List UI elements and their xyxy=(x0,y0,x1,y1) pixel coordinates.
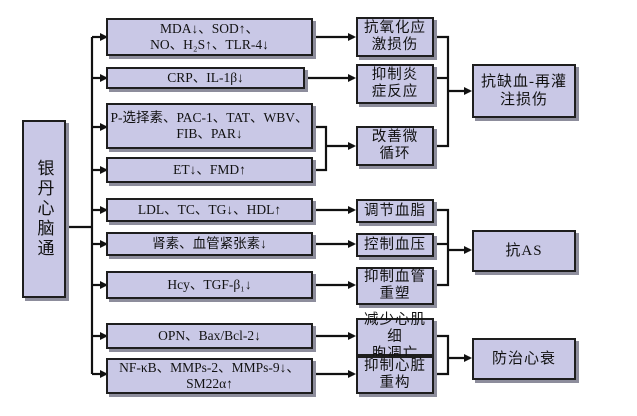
mechanism-box-hcy: Hcy、TGF-β₁↓ xyxy=(106,271,313,299)
mechanism-label: Hcy、TGF-β₁↓ xyxy=(167,277,252,292)
mechanism-label: MDA↓、SOD↑、 NO、H₂S↑、TLR-4↓ xyxy=(150,21,269,52)
mechanism-label: ET↓、FMD↑ xyxy=(173,162,246,177)
effect-label: 控制血压 xyxy=(364,236,426,253)
mechanism-label: P-选择素、PAC-1、TAT、WBV、 FIB、PAR↓ xyxy=(110,110,309,141)
effect-box-apoptosis-reduction: 减少心肌细 胞凋亡 xyxy=(356,312,434,362)
effect-box-cardiac-remodeling: 抑制心脏 重构 xyxy=(356,356,434,394)
mechanism-box-platelet: P-选择素、PAC-1、TAT、WBV、 FIB、PAR↓ xyxy=(106,103,313,149)
effect-box-antioxidant: 抗氧化应 激损伤 xyxy=(356,17,434,57)
mechanism-box-lipids: LDL、TC、TG↓、HDL↑ xyxy=(106,198,313,222)
mechanism-box-renin: 肾素、血管紧张素↓ xyxy=(106,232,313,256)
outcome-label: 防治心衰 xyxy=(491,351,556,367)
outcome-box-anti-as: 抗AS xyxy=(472,230,576,272)
mechanism-box-endothelial: ET↓、FMD↑ xyxy=(106,157,313,183)
root-label: 银丹心脑通 xyxy=(34,159,54,259)
root-node: 银丹心脑通 xyxy=(22,120,66,298)
effect-label: 抑制炎 症反应 xyxy=(371,67,419,100)
effect-label: 调节血脂 xyxy=(364,202,426,219)
effect-label: 减少心肌细 胞凋亡 xyxy=(364,311,426,362)
outcome-label: 抗AS xyxy=(505,243,543,259)
mechanism-label: CRP、IL-1β↓ xyxy=(167,70,244,85)
mechanism-box-oxidative: MDA↓、SOD↑、 NO、H₂S↑、TLR-4↓ xyxy=(106,18,313,56)
effect-box-lipid-regulation: 调节血脂 xyxy=(356,199,434,223)
outcome-box-ischemia-reperfusion: 抗缺血-再灌 注损伤 xyxy=(472,64,576,118)
effect-label: 抑制血管 重塑 xyxy=(364,269,426,302)
outcome-label: 抗缺血-再灌 注损伤 xyxy=(481,74,567,108)
outcome-box-heart-failure: 防治心衰 xyxy=(472,338,576,380)
effect-label: 改善微 循环 xyxy=(371,129,419,162)
effect-box-vascular-remodeling: 抑制血管 重塑 xyxy=(356,267,434,305)
effect-label: 抗氧化应 激损伤 xyxy=(364,20,426,53)
effect-box-blood-pressure: 控制血压 xyxy=(356,233,434,257)
mechanism-box-inflammation: CRP、IL-1β↓ xyxy=(106,67,305,89)
mechanism-box-apoptosis: OPN、Bax/Bcl-2↓ xyxy=(106,323,313,349)
mechanism-label: 肾素、血管紧张素↓ xyxy=(152,236,267,251)
mechanism-label: NF-κB、MMPs-2、MMPs-9↓、 SM22α↑ xyxy=(119,360,300,391)
effect-label: 抑制心脏 重构 xyxy=(364,358,426,391)
mechanism-label: LDL、TC、TG↓、HDL↑ xyxy=(137,202,282,217)
mechanism-label: OPN、Bax/Bcl-2↓ xyxy=(158,328,261,343)
mechanism-box-remodeling: NF-κB、MMPs-2、MMPs-9↓、 SM22α↑ xyxy=(106,358,313,394)
effect-box-microcirculation: 改善微 循环 xyxy=(356,126,434,166)
effect-box-anti-inflammation: 抑制炎 症反应 xyxy=(356,64,434,104)
